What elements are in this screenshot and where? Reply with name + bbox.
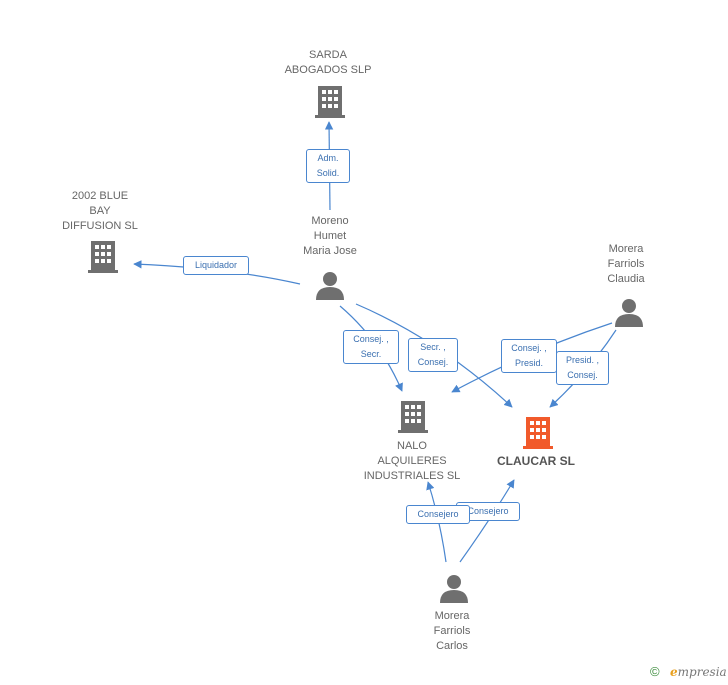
edge-label-line: Consej. , [353, 334, 389, 344]
node-label-line: INDUSTRIALES SL [363, 470, 461, 482]
node-label-line: Morera [434, 610, 470, 622]
node-label-line: Morera [608, 243, 644, 255]
node-label-line: 2002 BLUE [71, 190, 129, 202]
node-label-claucar[interactable]: CLAUCAR SL [476, 454, 596, 469]
brand-rest: mpresia [677, 665, 727, 679]
node-label-line: Farriols [433, 625, 471, 637]
node-label-line: ABOGADOS SLP [284, 64, 372, 76]
edge-label-line: Presid. , [565, 355, 599, 365]
edge-label-consej-presid[interactable]: Consej. , Presid. [501, 339, 557, 373]
node-label-morera-carlos[interactable]: Morera Farriols Carlos [402, 609, 502, 654]
edge-label-line: Solid. [316, 168, 340, 178]
edge-label-line: Consej. , [511, 343, 547, 353]
node-label-blue-bay[interactable]: 2002 BLUE BAY DIFFUSION SL [40, 189, 160, 234]
edge-label-line: Consej. [417, 357, 449, 367]
node-label-line: BAY [89, 205, 111, 217]
empresia-logo[interactable]: empresia [670, 665, 727, 679]
node-label-line: CLAUCAR SL [497, 454, 575, 468]
node-label-line: Carlos [436, 640, 468, 652]
edge-label-secr-consej[interactable]: Secr. , Consej. [408, 338, 458, 372]
edge-label-line: Adm. [317, 153, 339, 163]
edge-label-line: Liquidador [194, 260, 238, 270]
edge-label-line: Secr. [360, 349, 382, 359]
node-label-line: SARDA [309, 49, 347, 61]
node-label-moreno[interactable]: Moreno Humet Maria Jose [270, 214, 390, 259]
edge-label-line: Consejero [417, 509, 459, 519]
node-label-nalo[interactable]: NALO ALQUILERES INDUSTRIALES SL [352, 439, 472, 484]
edge-label-presid-consej[interactable]: Presid. , Consej. [556, 351, 609, 385]
node-label-line: Farriols [607, 258, 645, 270]
node-label-line: Maria Jose [303, 245, 357, 257]
edge-label-line: Presid. [514, 358, 543, 368]
edge-label-consej-secr[interactable]: Consej. , Secr. [343, 330, 399, 364]
node-label-line: Claudia [607, 273, 645, 285]
node-label-sarda[interactable]: SARDA ABOGADOS SLP [268, 48, 388, 78]
edge-label-adm-solid[interactable]: Adm. Solid. [306, 149, 350, 183]
building-icon-sarda[interactable] [314, 84, 346, 123]
copyright-symbol: © [650, 664, 660, 679]
building-icon-blue-bay[interactable] [87, 239, 119, 278]
person-icon-moreno[interactable] [315, 270, 345, 305]
edge-label-consejero-nalo[interactable]: Consejero [406, 505, 470, 524]
node-label-line: ALQUILERES [377, 455, 447, 467]
edge-label-line: Consej. [567, 370, 598, 380]
building-icon-nalo[interactable] [397, 399, 429, 438]
edge-label-liquidador[interactable]: Liquidador [183, 256, 249, 275]
node-label-line: Moreno [311, 215, 349, 227]
brand-initial: e [670, 665, 678, 679]
edge-label-line: Consejero [467, 506, 509, 516]
edge-label-line: Secr. , [420, 342, 446, 352]
person-icon-morera-claudia[interactable] [614, 297, 644, 332]
node-label-line: Humet [313, 230, 347, 242]
node-label-line: NALO [397, 440, 427, 452]
node-label-morera-claudia[interactable]: Morera Farriols Claudia [576, 242, 676, 287]
node-label-line: DIFFUSION SL [62, 220, 138, 232]
building-icon-claucar[interactable] [522, 415, 554, 454]
person-icon-morera-carlos[interactable] [439, 573, 469, 608]
